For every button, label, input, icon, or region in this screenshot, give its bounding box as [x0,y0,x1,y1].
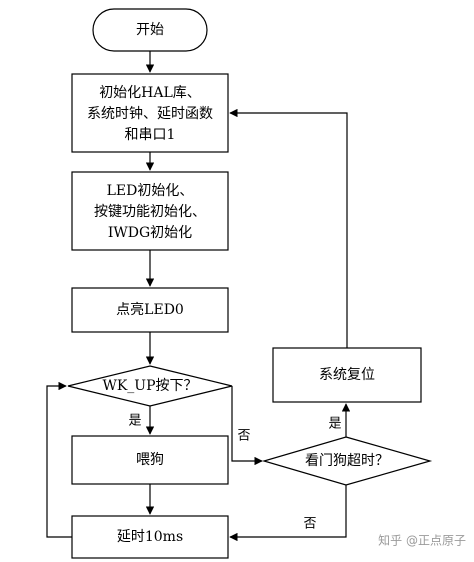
init-periph-line-1: LED初始化、 [107,182,194,199]
init-hal-line-3: 和串口1 [125,127,176,143]
init-hal-line-1: 初始化HAL库、 [99,84,201,101]
edge-timeout-no [229,485,347,542]
init-hal-node [71,73,229,153]
watchdog-decision-label: 看门狗超时？ [305,453,389,469]
edge-delay-loop [46,381,72,538]
system-reset-node [272,347,422,403]
led-on-label: 点亮LED0 [116,301,184,318]
wkup-decision-label: WK_UP按下？ [102,378,197,394]
init-periph-line-3: IWDG初始化 [108,224,192,241]
wkup-yes-label: 是 [128,414,141,429]
init-hal-line-2: 系统时钟、延时函数 [87,105,213,122]
timeout-yes-label: 是 [328,417,341,432]
system-reset-label: 系统复位 [319,366,375,383]
led-on-node [71,287,229,333]
init-periph-line-2: 按键功能初始化、 [94,203,206,220]
wkup-no-label: 否 [237,429,250,444]
watermark-text: 知乎 @正点原子 [378,534,466,548]
edge-reset-init [229,108,348,348]
edge-wkup-no [231,386,263,466]
delay-node [71,515,229,559]
feed-dog-node [71,435,229,485]
feed-dog-label: 喂狗 [136,452,164,468]
timeout-no-label: 否 [303,517,316,532]
start-label: 开始 [136,22,164,38]
delay-label: 延时10ms [117,529,183,545]
